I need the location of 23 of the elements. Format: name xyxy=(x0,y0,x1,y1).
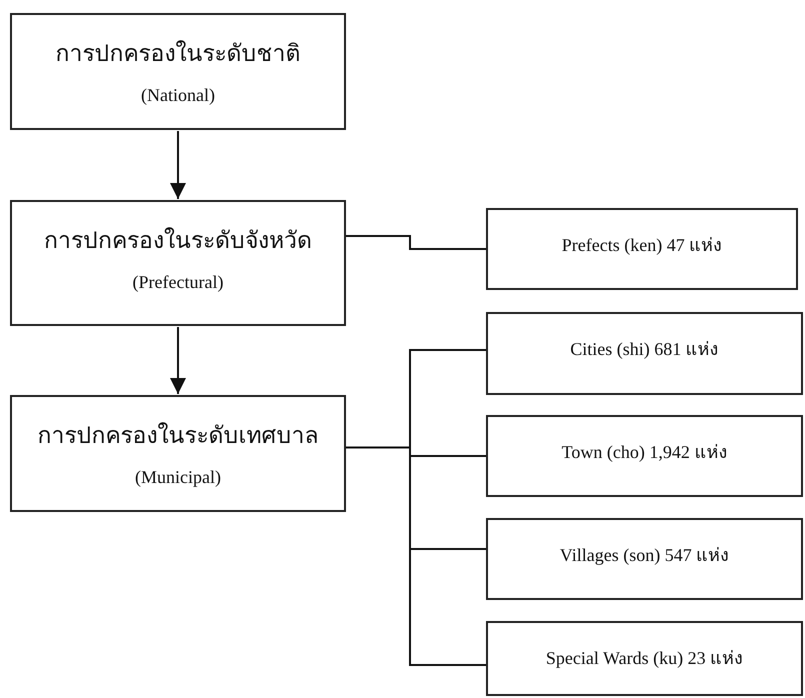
level-subtitle: (Municipal) xyxy=(135,467,221,488)
level-title: Town (cho) 1,942 แห่ง xyxy=(562,441,728,464)
level-title: Special Wards (ku) 23 แห่ง xyxy=(546,647,744,670)
arrow xyxy=(170,131,186,199)
level-subtitle: (National) xyxy=(141,85,215,106)
org-box xyxy=(486,415,803,497)
org-box xyxy=(10,200,346,326)
org-box xyxy=(486,518,803,600)
connector-line xyxy=(346,235,486,250)
level-title: Prefects (ken) 47 แห่ง xyxy=(562,234,722,257)
org-box xyxy=(10,395,346,512)
level-title: การปกครองในระดับเทศบาล xyxy=(38,421,318,450)
level-title: Cities (shi) 681 แห่ง xyxy=(570,338,719,361)
org-box xyxy=(10,13,346,130)
org-box xyxy=(486,208,798,290)
level-subtitle: (Prefectural) xyxy=(132,272,224,293)
org-box xyxy=(486,621,803,696)
org-box xyxy=(486,312,803,395)
level-title: Villages (son) 547 แห่ง xyxy=(560,544,730,567)
level-title: การปกครองในระดับชาติ xyxy=(56,39,300,68)
level-title: การปกครองในระดับจังหวัด xyxy=(44,226,312,255)
connector-line xyxy=(346,446,486,666)
arrow xyxy=(170,327,186,394)
